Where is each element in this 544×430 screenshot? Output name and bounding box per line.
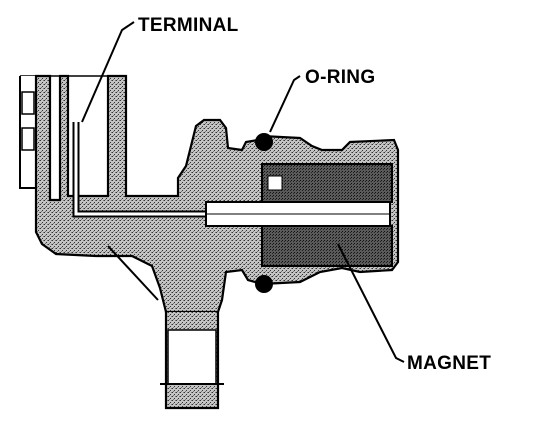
terminal-label: TERMINAL (138, 15, 239, 36)
magnet-label: MAGNET (407, 353, 492, 374)
o-ring-top (255, 133, 273, 151)
callout-leaders (81, 21, 405, 363)
sensor-stem (160, 312, 224, 410)
center-bore (205, 201, 391, 227)
connector-housing (19, 75, 126, 189)
o-ring-bottom (255, 275, 273, 293)
magnet (261, 163, 393, 267)
o-ring-label: O-RING (305, 67, 376, 88)
